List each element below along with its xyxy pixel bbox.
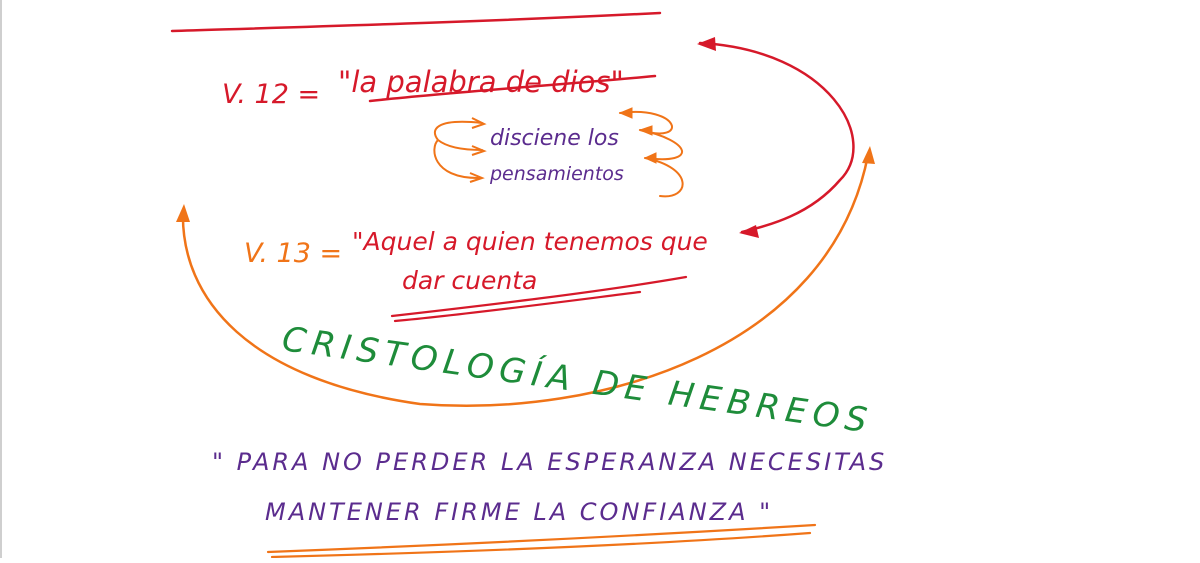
discerns-line1: disciene los	[490, 126, 619, 151]
orange-right-curves	[619, 110, 684, 198]
quote-line1: " PARA NO PERDER LA ESPERANZA NECESITAS	[212, 448, 887, 476]
quote-line2: MANTENER FIRME LA CONFIANZA "	[265, 498, 773, 526]
v13-line2: dar cuenta	[402, 266, 537, 295]
orange-arc-arrowhead-left	[176, 204, 190, 222]
orange-arc	[181, 153, 870, 408]
canvas-left-border	[0, 0, 2, 558]
orange-right-arrowheads	[618, 107, 657, 164]
v13-label: V. 13 =	[244, 238, 342, 269]
orange-brace-arrow-3	[469, 172, 485, 183]
red-arc	[698, 41, 855, 234]
orange-brace-arrow-1	[471, 117, 487, 129]
orange-arc-arrowhead-right	[862, 146, 875, 164]
quote-underline	[266, 523, 817, 559]
heading-cristologia: CRISTOLOGÍA DE HEBREOS	[280, 318, 876, 442]
red-arc-arrowhead-top	[697, 37, 716, 51]
v13-line1: "Aquel a quien tenemos que	[352, 227, 708, 256]
top-red-stroke	[170, 11, 662, 33]
v12-label: V. 12 =	[222, 79, 320, 110]
v12-underline	[368, 74, 657, 103]
orange-brace-arrow-2	[471, 145, 487, 156]
red-arc-arrowhead-bottom	[739, 225, 759, 238]
v13-underline	[390, 275, 688, 323]
discerns-line2: pensamientos	[489, 163, 624, 185]
orange-brace-left	[433, 120, 483, 179]
